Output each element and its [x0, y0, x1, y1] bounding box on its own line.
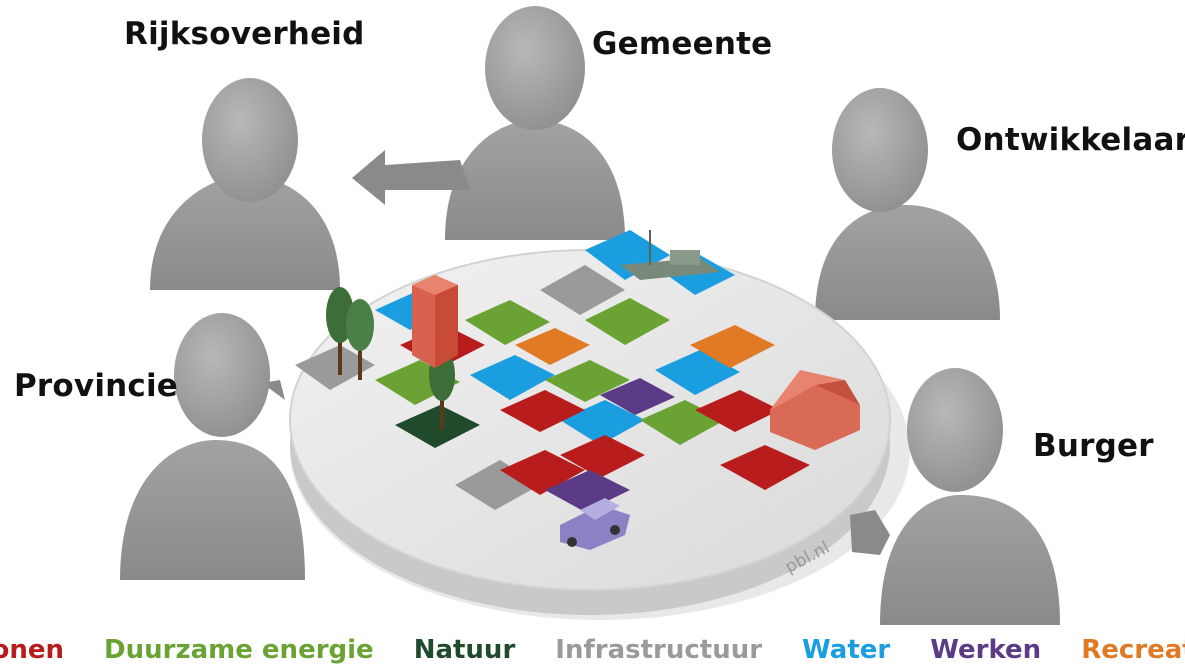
legend-item-water: Water: [802, 635, 891, 665]
legend-item-infrastructuur: Infrastructuur: [555, 635, 763, 665]
house-icon: [770, 370, 860, 450]
legend: Wonen Duurzame energie Natuur Infrastruc…: [0, 632, 1185, 668]
actor-label-provincie: Provincie: [14, 368, 179, 404]
legend-item-recreatie: Recreatie: [1081, 635, 1185, 665]
person-gemeente-icon: [352, 6, 625, 240]
building-icon: [412, 275, 458, 368]
actor-label-rijksoverheid: Rijksoverheid: [124, 16, 365, 52]
legend-item-werken: Werken: [930, 635, 1042, 665]
legend-item-natuur: Natuur: [413, 635, 516, 665]
actor-label-ontwikkelaar: Ontwikkelaar: [956, 122, 1185, 158]
person-burger-icon: [850, 368, 1060, 625]
person-provincie-icon: [120, 313, 305, 580]
car-icon: [560, 498, 630, 550]
person-ontwikkelaar-icon: [815, 88, 1000, 320]
actor-label-gemeente: Gemeente: [592, 26, 773, 62]
person-rijksoverheid-icon: [150, 78, 340, 290]
actor-label-burger: Burger: [1033, 428, 1154, 464]
legend-item-wonen: Wonen: [0, 635, 65, 665]
ship-icon: [620, 230, 720, 280]
legend-item-duurzame-energie: Duurzame energie: [104, 635, 374, 665]
